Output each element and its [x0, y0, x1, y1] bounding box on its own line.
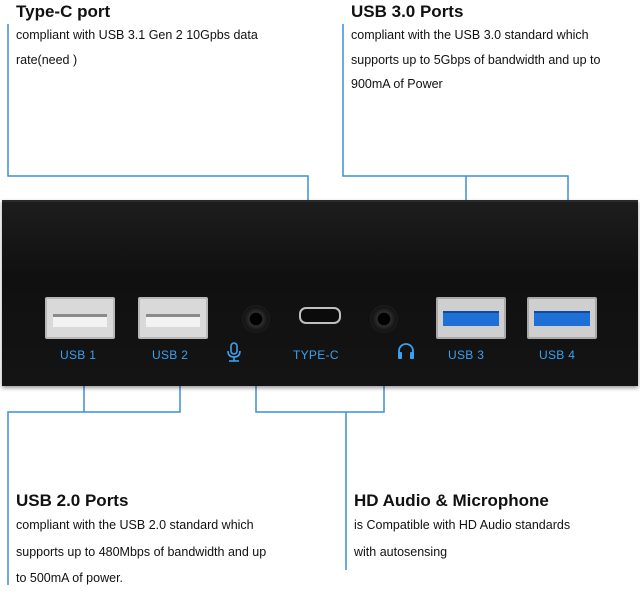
type-c-desc-line-1: compliant with USB 3.1 Gen 2 10Gpbs data — [16, 28, 258, 42]
usb2-desc-line-1: compliant with the USB 2.0 standard whic… — [16, 518, 254, 532]
type-c-label: TYPE-C — [293, 348, 339, 362]
usb3-port-tongue — [443, 311, 499, 326]
usb3-title: USB 3.0 Ports — [351, 2, 464, 21]
usb3-label: USB 3 — [448, 348, 485, 362]
usb1-label: USB 1 — [60, 348, 97, 362]
type-c-port — [299, 307, 341, 324]
usb3-port — [436, 297, 506, 339]
usb1-port-tongue — [53, 314, 107, 327]
usb3-desc-line-2: supports up to 5Gbps of bandwidth and up… — [351, 53, 601, 67]
front-panel: USB 1 USB 2 TYPE-C USB 3 USB 4 — [2, 200, 638, 386]
microphone-jack — [242, 305, 270, 333]
usb3-desc-line-1: compliant with the USB 3.0 standard whic… — [351, 28, 589, 42]
usb2-port-tongue — [146, 314, 200, 327]
usb2-label: USB 2 — [152, 348, 189, 362]
usb2-desc-line-2: supports up to 480Mbps of bandwidth and … — [16, 545, 267, 559]
usb3-desc-line-3: 900mA of Power — [351, 77, 443, 91]
usb4-port — [527, 297, 597, 339]
audio-title: HD Audio & Microphone — [354, 491, 549, 510]
headphone-jack — [370, 305, 398, 333]
usb2-title: USB 2.0 Ports — [16, 491, 129, 510]
type-c-desc-line-2: rate(need ) — [16, 53, 78, 67]
type-c-title: Type-C port — [16, 2, 111, 21]
microphone-icon — [226, 342, 242, 367]
usb4-label: USB 4 — [539, 348, 576, 362]
usb1-port — [45, 297, 115, 339]
usb2-port — [138, 297, 208, 339]
usb2-desc-line-3: to 500mA of power. — [16, 571, 124, 585]
headphones-icon — [396, 342, 416, 365]
audio-desc-line-2: with autosensing — [354, 545, 448, 559]
audio-desc-line-1: is Compatible with HD Audio standards — [354, 518, 571, 532]
usb4-port-tongue — [534, 311, 590, 326]
